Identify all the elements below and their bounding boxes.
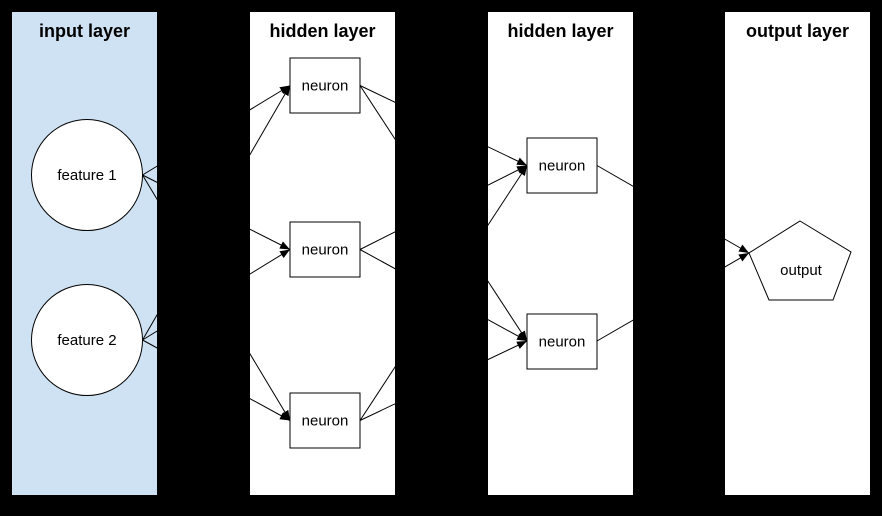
hidden1-neuron-1-label: neuron (302, 78, 349, 95)
input-layer-title: input layer (39, 21, 130, 41)
hidden1-neuron-3-node (289, 392, 361, 449)
hidden2-neuron-1-node (526, 137, 598, 194)
hidden2-neuron-1-label: neuron (539, 158, 586, 175)
hidden-layer-2-panel (488, 12, 633, 495)
feature-2-node (31, 284, 143, 396)
column-gap-mask-3 (633, 0, 725, 516)
feature-2-label: feature 2 (57, 332, 116, 349)
input-layer-panel (12, 12, 157, 495)
hidden1-neuron-2-node (289, 221, 361, 278)
hidden2-neuron-2-label: neuron (539, 334, 586, 351)
output-label: output (780, 262, 823, 279)
output-node (748, 220, 852, 301)
feature-1-node (31, 119, 143, 231)
output-layer-title: output layer (746, 21, 849, 41)
hidden2-neuron-2-node (526, 313, 598, 370)
column-gap-mask-2 (395, 0, 488, 516)
hidden1-neuron-1-node (289, 57, 361, 114)
hidden-layer-2-title: hidden layer (507, 21, 613, 41)
hidden1-neuron-3-label: neuron (302, 413, 349, 430)
hidden1-neuron-2-label: neuron (302, 242, 349, 259)
hidden-layer-1-title: hidden layer (269, 21, 375, 41)
column-gap-mask-1 (157, 0, 250, 516)
feature-1-label: feature 1 (57, 167, 116, 184)
